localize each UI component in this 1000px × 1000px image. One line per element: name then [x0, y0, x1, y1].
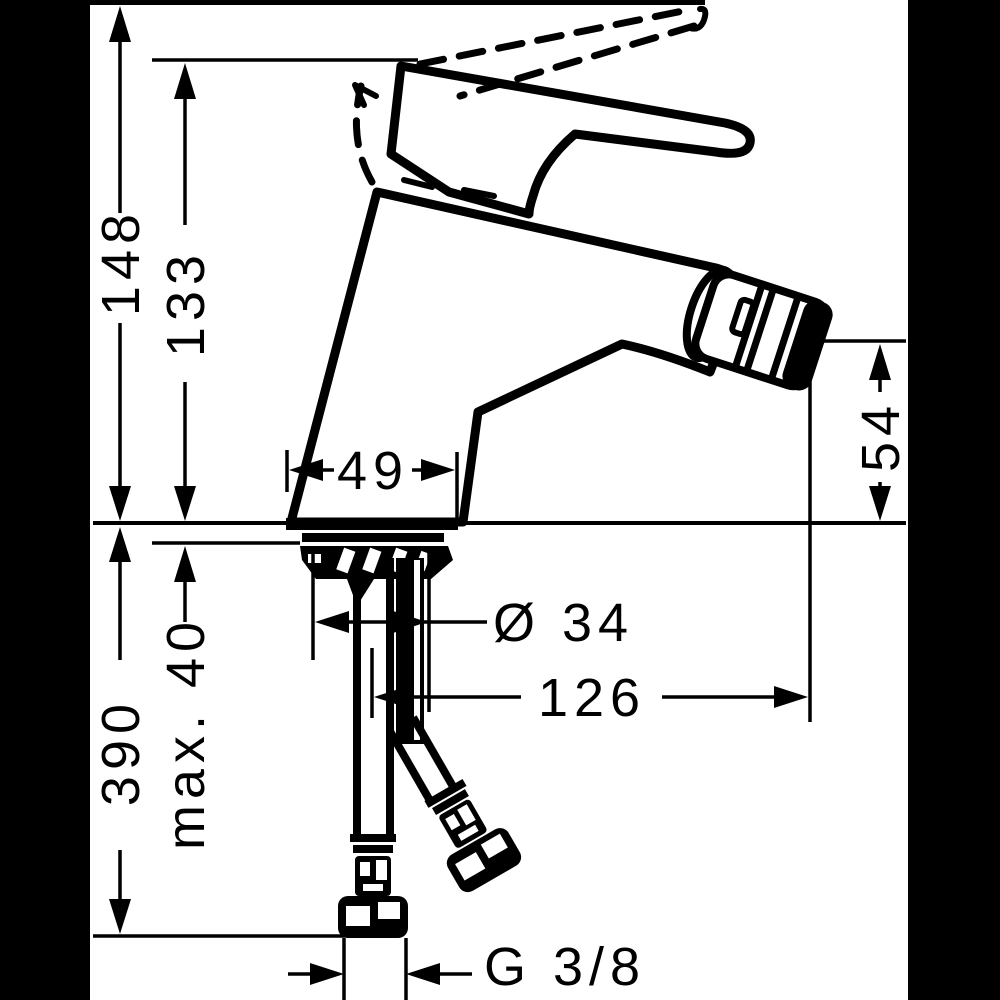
dimension-d34: [311, 548, 487, 712]
hose-edge: [409, 715, 457, 789]
arrow-right: [421, 459, 455, 481]
connector-window: [363, 884, 383, 891]
arrow-left: [289, 459, 323, 481]
dimension-labels: 148 133 390 max. 40 54 49 Ø 34 126 G 3/8: [91, 208, 911, 997]
collar-ring: [350, 834, 396, 842]
dimension-49: [285, 450, 459, 518]
connector-window: [457, 824, 479, 841]
arrow-up: [174, 546, 196, 582]
arrow-left: [374, 686, 408, 708]
arrow-left: [406, 963, 440, 985]
nozzle-detail: [729, 296, 757, 338]
nozzle-outlet-cap: [782, 300, 833, 391]
mounting-hardware: [286, 518, 458, 606]
connector-window: [445, 813, 461, 831]
dimension-148: [109, 6, 131, 521]
dashed-handle-tip-curl: [687, 5, 709, 32]
right-hose-fitting: [386, 715, 522, 893]
nut-facet: [480, 833, 508, 859]
arrow-up: [174, 63, 196, 99]
nut-facet: [346, 906, 370, 926]
label-base-width: 49: [337, 441, 409, 501]
connector-window: [376, 860, 387, 880]
label-spout-height: 54: [851, 400, 911, 472]
dashed-handle-bottom: [456, 22, 698, 100]
flange-slot: [362, 547, 382, 574]
extension-line-top: [90, 0, 705, 5]
nut-facet: [455, 852, 486, 881]
label-base-diameter: Ø 34: [493, 593, 634, 653]
hose-edge: [386, 728, 434, 803]
arrow-up: [109, 6, 131, 42]
connector-window: [457, 804, 476, 826]
dashed-pivot-mark: [352, 82, 379, 108]
dash-mark: [461, 187, 497, 199]
lever-handle: [386, 61, 755, 219]
dimension-54: [816, 339, 906, 521]
right-hose-highlight: [414, 560, 420, 740]
label-projection: 126: [538, 668, 646, 728]
collar-ring: [353, 845, 393, 853]
label-hose-length: 390: [91, 698, 151, 806]
arrow-down: [869, 486, 891, 521]
dimension-max40: [152, 541, 300, 622]
dimension-g38: [288, 938, 472, 1000]
connector-body: [439, 799, 487, 848]
arrow-right: [393, 611, 427, 633]
arrow-right: [774, 686, 808, 708]
connector-window: [360, 862, 370, 876]
dimension-126: [370, 346, 812, 722]
dimensions: [93, 6, 906, 1000]
label-body-height: 133: [156, 249, 216, 357]
right-black-bar: [908, 0, 1000, 1000]
arrow-down: [109, 486, 131, 521]
arrow-down: [109, 899, 131, 934]
left-black-bar: [0, 0, 90, 1000]
arrow-up: [869, 344, 891, 380]
arrow-right: [310, 963, 344, 985]
dimension-133: [152, 58, 418, 521]
collar-ring: [432, 789, 469, 816]
faucet-outline: [286, 5, 833, 527]
nut-facet: [378, 902, 400, 919]
spray-nozzle: [682, 265, 833, 391]
base-plate: [286, 518, 458, 530]
collar-ring: [424, 778, 467, 808]
arrow-left: [315, 611, 349, 633]
dashed-handle-top: [416, 6, 692, 68]
base-gasket: [302, 533, 444, 542]
nozzle-ring: [768, 294, 802, 382]
dash-mark: [401, 177, 435, 190]
left-hose-fitting: [338, 834, 408, 938]
flange-slot: [336, 547, 356, 574]
dimension-390: [93, 527, 345, 938]
label-total-height: 148: [91, 208, 151, 316]
nozzle-ring: [743, 286, 777, 374]
arrow-up: [109, 527, 131, 562]
arrow-down: [174, 486, 196, 521]
label-thread: G 3/8: [484, 937, 646, 997]
label-deck-thickness: max. 40: [156, 616, 216, 850]
